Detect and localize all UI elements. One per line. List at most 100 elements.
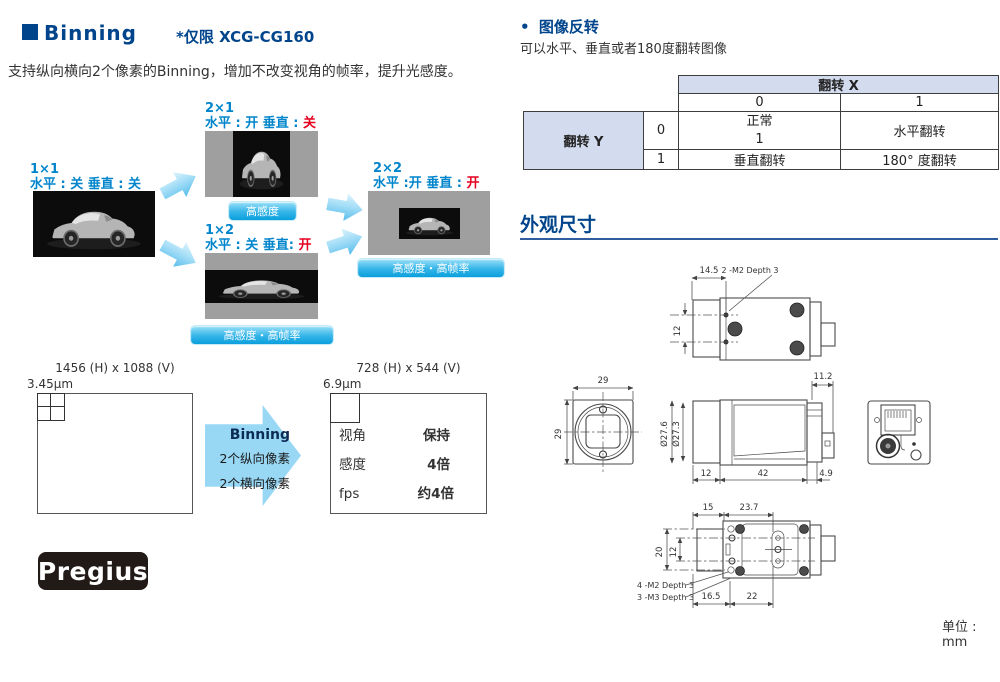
unit-label: 单位 : mm (942, 620, 977, 650)
binning-arrow-line2: 2个横向像素 (219, 476, 290, 491)
image-2x1 (205, 131, 318, 197)
result-row: 视角 保持 (339, 422, 478, 451)
dim-bottom-b2: 22 (747, 592, 758, 602)
binning-arrow-line1: 2个纵向像素 (219, 451, 290, 466)
car-photo (233, 131, 290, 197)
dim-side-flange: Ø27.6 (659, 421, 670, 447)
flip-x0: 0 (678, 93, 841, 112)
dim-side-front: 12 (701, 469, 712, 479)
flip-cell-horizontal: 水平翻转 (840, 111, 999, 150)
sensor-full-rect (37, 393, 193, 514)
side-view: 11.2 Ø27.6 Ø27.3 12 42 4.9 (659, 372, 835, 484)
pixel-binned (330, 393, 360, 423)
dim-top-holes: 12 (673, 326, 683, 337)
binning-restriction: *仅限 XCG-CG160 (176, 28, 315, 46)
dimensions-divider (520, 238, 998, 240)
flip-y-header: 翻转 Y (523, 111, 644, 170)
mode-2x1-setting: 水平 : 开 垂直 : 关 (205, 116, 316, 131)
flip-description: 可以水平、垂直或者180度翻转图像 (520, 42, 727, 57)
badge-sensitivity-framerate: 高感度・高帧率 (190, 325, 334, 345)
flip-y0: 0 (643, 111, 679, 150)
flip-cell-vertical: 垂直翻转 (678, 149, 841, 170)
car-photo (33, 191, 155, 257)
flip-cell-180: 180° 度翻转 (840, 149, 999, 170)
mode-2x1-setting-red: 关 (303, 116, 317, 131)
result-row: fps 约4倍 (339, 480, 478, 509)
binning-arrow-text: Binning 2个纵向像素 2个横向像素 (198, 424, 290, 496)
flip-title: • 图像反转 (520, 16, 599, 37)
sensor-binned-rect: 视角 保持 感度 4倍 fps 约4倍 (330, 393, 487, 514)
dimension-drawings: 14.5 2 -M2 Depth 3 12 29 29 (554, 266, 931, 608)
dim-bottom-l2: 12 (669, 547, 679, 558)
sensor-binned-resolution: 728 (H) x 544 (V) (356, 361, 461, 375)
dim-bottom-l1: 20 (655, 547, 665, 558)
mode-1x1-setting: 水平 : 关 垂直 : 关 (30, 177, 141, 192)
dim-front-width: 29 (598, 376, 609, 386)
result-value: 约4倍 (417, 486, 454, 502)
flip-title-text: 图像反转 (538, 18, 599, 36)
result-label: 视角 (339, 428, 366, 444)
badge-sensitivity: 高感度 (228, 201, 297, 221)
bullet-icon: • (520, 18, 530, 36)
pregius-logo: Pregius (38, 552, 148, 590)
bottom-view: 20 12 15 23.7 4 -M2 Depth 3 3 -M3 Depth … (637, 503, 836, 608)
mode-2x1-setting-text: 水平 : 开 垂直 : (205, 116, 304, 131)
mode-2x2-setting-red: 开 (466, 176, 480, 191)
screw-label-m3: 3 -M3 Depth 3 (637, 593, 694, 602)
badge-sensitivity-framerate: 高感度・高帧率 (357, 258, 505, 278)
mode-1x2-setting: 水平 : 关 垂直: 开 (205, 238, 312, 253)
result-table: 视角 保持 感度 4倍 fps 约4倍 (339, 422, 478, 509)
dim-top-screw: 2 -M2 Depth 3 (721, 266, 778, 275)
result-label: 感度 (339, 457, 366, 473)
dim-side-mount: Ø27.3 (671, 421, 682, 447)
mode-1x2-setting-red: 开 (298, 238, 312, 253)
binning-arrow-title: Binning (229, 427, 290, 443)
front-view: 29 29 (554, 376, 642, 474)
dim-bottom-b1: 16.5 (702, 592, 721, 602)
flip-y1: 1 (643, 149, 679, 170)
flip-x1: 1 (840, 93, 999, 112)
mode-1x1-name: 1×1 (30, 162, 59, 177)
image-1x2-frame (205, 269, 318, 303)
sensor-full-pitch: 3.45μm (27, 377, 74, 391)
mode-1x1-setting-text: 水平 : 关 垂直 : 关 (30, 177, 142, 192)
mode-2x2-setting: 水平 :开 垂直 : 开 (373, 176, 480, 191)
flow-arrow-icon (156, 233, 203, 276)
car-photo (205, 269, 318, 303)
mode-2x1-name: 2×1 (205, 101, 234, 116)
sensor-binned-pitch: 6.9μm (323, 377, 362, 391)
sensor-full-resolution: 1456 (H) x 1088 (V) (55, 361, 175, 375)
dim-bottom-t1: 15 (703, 503, 714, 513)
dim-side-body: 42 (758, 469, 769, 479)
result-row: 感度 4倍 (339, 451, 478, 480)
rear-view (867, 400, 931, 465)
image-1x1 (33, 191, 155, 257)
dimensions-title: 外观尺寸 (520, 214, 597, 236)
dim-side-conn: 4.9 (819, 469, 833, 479)
flip-cell-normal: 正常 1 (678, 111, 841, 150)
section-marker (22, 24, 38, 40)
dim-side-rear: 11.2 (814, 372, 833, 382)
dim-top-width: 14.5 (700, 266, 719, 276)
image-2x2-frame (398, 207, 460, 239)
flow-arrow-icon (156, 164, 203, 207)
flip-cell-normal-line1: 正常 (746, 113, 773, 129)
flow-arrow-icon (325, 190, 365, 224)
flow-arrow-icon (324, 223, 367, 261)
binning-heading: Binning (44, 21, 137, 45)
screw-label-m2: 4 -M2 Depth 3 (637, 581, 694, 590)
flip-x-header: 翻转 X (678, 75, 999, 94)
mode-2x2-setting-text: 水平 :开 垂直 : (373, 176, 467, 191)
flip-table: 翻转 X 0 1 翻转 Y 0 1 正常 1 水平翻转 垂直翻转 180° 度翻… (523, 75, 999, 170)
mode-1x2-name: 1×2 (205, 223, 234, 238)
top-view: 14.5 2 -M2 Depth 3 12 (670, 266, 836, 361)
result-value: 保持 (423, 428, 450, 444)
flip-cell-normal-line2: 1 (755, 131, 764, 147)
dim-bottom-t2: 23.7 (740, 503, 759, 513)
image-2x1-frame (233, 131, 290, 197)
image-1x2 (205, 253, 318, 319)
mode-1x2-setting-text: 水平 : 关 垂直: (205, 238, 299, 253)
image-2x2 (368, 191, 490, 255)
binning-description: 支持纵向横向2个像素的Binning，增加不改变视角的帧率，提升光感度。 (8, 64, 462, 80)
result-label: fps (339, 486, 360, 502)
